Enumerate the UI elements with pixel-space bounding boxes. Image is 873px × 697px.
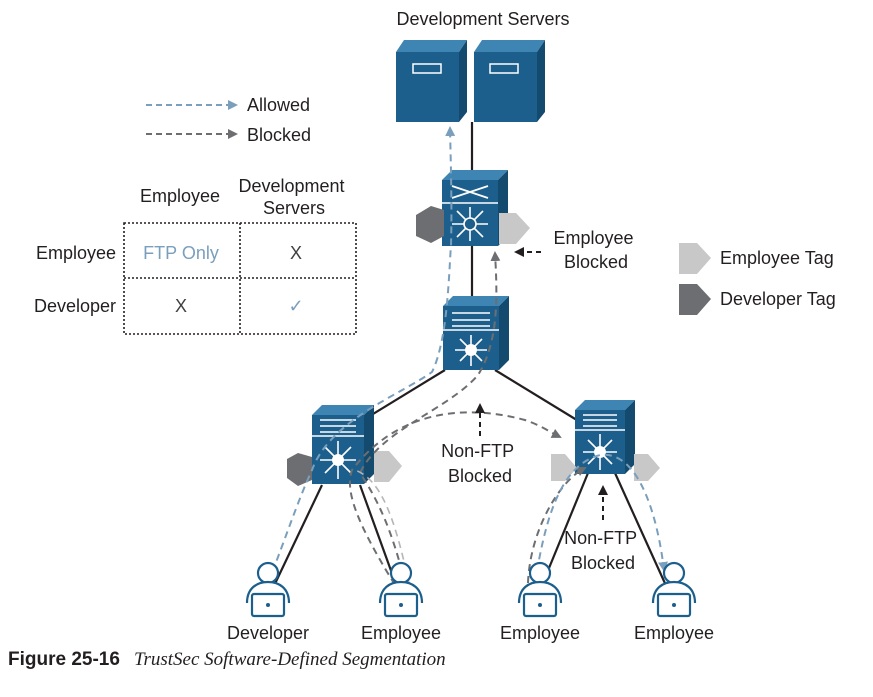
permission-matrix: Employee Development Servers Employee De… xyxy=(34,176,357,335)
distribution-switch-icon xyxy=(443,296,509,370)
employee-blocked-line2: Blocked xyxy=(564,252,628,272)
employee-tag-legend-icon xyxy=(679,243,711,274)
diagram-title: Development Servers xyxy=(396,9,569,29)
user-label-employee-3: Employee xyxy=(634,623,714,643)
employee-blocked-line1: Employee xyxy=(553,228,633,248)
matrix-col-header-dev-servers: Development Servers xyxy=(238,176,349,218)
matrix-cell-developer-employee: X xyxy=(175,296,187,316)
matrix-row-label-developer: Developer xyxy=(34,296,116,316)
figure-title: TrustSec Software-Defined Segmentation xyxy=(133,649,446,670)
developer-tag-icon xyxy=(287,453,312,486)
figure-caption: Figure 25-16 TrustSec Software-Defined Se… xyxy=(8,649,446,671)
legend: Allowed Blocked xyxy=(146,95,311,145)
developer-tag-icon xyxy=(416,206,444,243)
traffic-flows xyxy=(267,126,669,586)
developer-tag-legend-icon xyxy=(679,284,711,315)
employee-blocked-label: Employee Blocked xyxy=(553,228,638,272)
employee-tag-icon xyxy=(499,213,530,244)
non-ftp-center-line1: Non-FTP xyxy=(441,441,514,461)
matrix-col-header-employee: Employee xyxy=(140,186,220,206)
user-employee-icon xyxy=(517,561,563,618)
matrix-col-header-line1: Development xyxy=(238,176,344,196)
tag-legend: Employee Tag Developer Tag xyxy=(679,243,836,315)
callouts: Employee Blocked Non-FTP Blocked Non-FTP… xyxy=(441,228,642,573)
development-servers xyxy=(396,40,545,122)
figure-number: Figure 25-16 xyxy=(8,649,120,670)
matrix-cell-employee-employee: FTP Only xyxy=(143,243,219,263)
employee-right-allowed-flow xyxy=(534,453,669,584)
matrix-cell-developer-servers: ✓ xyxy=(288,296,303,316)
developer-allowed-flow xyxy=(267,126,456,584)
employee-blocked-flow-to-core xyxy=(358,251,501,584)
non-ftp-center-line2: Blocked xyxy=(448,466,512,486)
non-ftp-right-label: Non-FTP Blocked xyxy=(564,528,642,573)
link-left-developer xyxy=(271,484,323,591)
server-1-icon xyxy=(396,40,467,122)
allowed-legend-label: Allowed xyxy=(247,95,310,115)
matrix-col-header-line2: Servers xyxy=(263,198,325,218)
user-label-developer: Developer xyxy=(227,623,309,643)
employee-tag-icon xyxy=(551,454,577,481)
employee-to-employee-flow xyxy=(348,411,562,586)
user-developer-icon xyxy=(245,561,291,618)
user-label-employee-1: Employee xyxy=(361,623,441,643)
employee-right-blocked-flow xyxy=(527,466,587,584)
security-tags xyxy=(287,206,660,486)
left-access-switch-icon xyxy=(312,405,374,484)
user-employee-icon xyxy=(651,561,697,618)
developer-tag-legend-label: Developer Tag xyxy=(720,289,836,309)
matrix-cell-employee-servers: X xyxy=(290,243,302,263)
employee-tag-icon xyxy=(374,451,402,482)
non-ftp-right-line2: Blocked xyxy=(571,553,635,573)
non-ftp-center-label: Non-FTP Blocked xyxy=(441,441,519,486)
matrix-row-label-employee: Employee xyxy=(36,243,116,263)
user-employee-icon xyxy=(378,561,424,618)
non-ftp-right-line1: Non-FTP xyxy=(564,528,637,548)
link-distribution-right xyxy=(494,369,586,426)
employee-tag-legend-label: Employee Tag xyxy=(720,248,834,268)
server-2-icon xyxy=(474,40,545,122)
employee-tag-icon xyxy=(634,454,660,481)
user-label-employee-2: Employee xyxy=(500,623,580,643)
blocked-legend-label: Blocked xyxy=(247,125,311,145)
